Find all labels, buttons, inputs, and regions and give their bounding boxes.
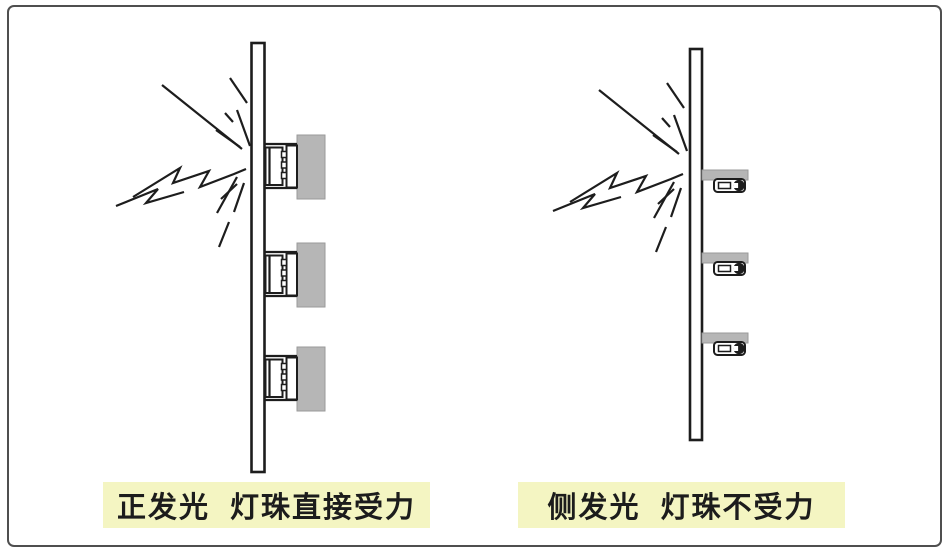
- front-led-module: [262, 241, 327, 309]
- impact-starburst-icon: [551, 81, 689, 254]
- impact-starburst-icon: [114, 76, 252, 249]
- side-led-module: [701, 252, 749, 276]
- front-led-module: [262, 345, 327, 413]
- side-led-module: [701, 332, 749, 356]
- front-led-module: [262, 133, 327, 201]
- front-emitting-caption: 正发光 灯珠直接受力: [103, 482, 430, 528]
- side-emitting-caption: 侧发光 灯珠不受力: [518, 482, 845, 528]
- mounting-panel: [688, 47, 704, 442]
- front-emitting-diagram: [114, 41, 327, 474]
- side-emitting-diagram: [551, 47, 749, 442]
- mounting-panel: [250, 41, 266, 474]
- side-led-module: [701, 169, 749, 193]
